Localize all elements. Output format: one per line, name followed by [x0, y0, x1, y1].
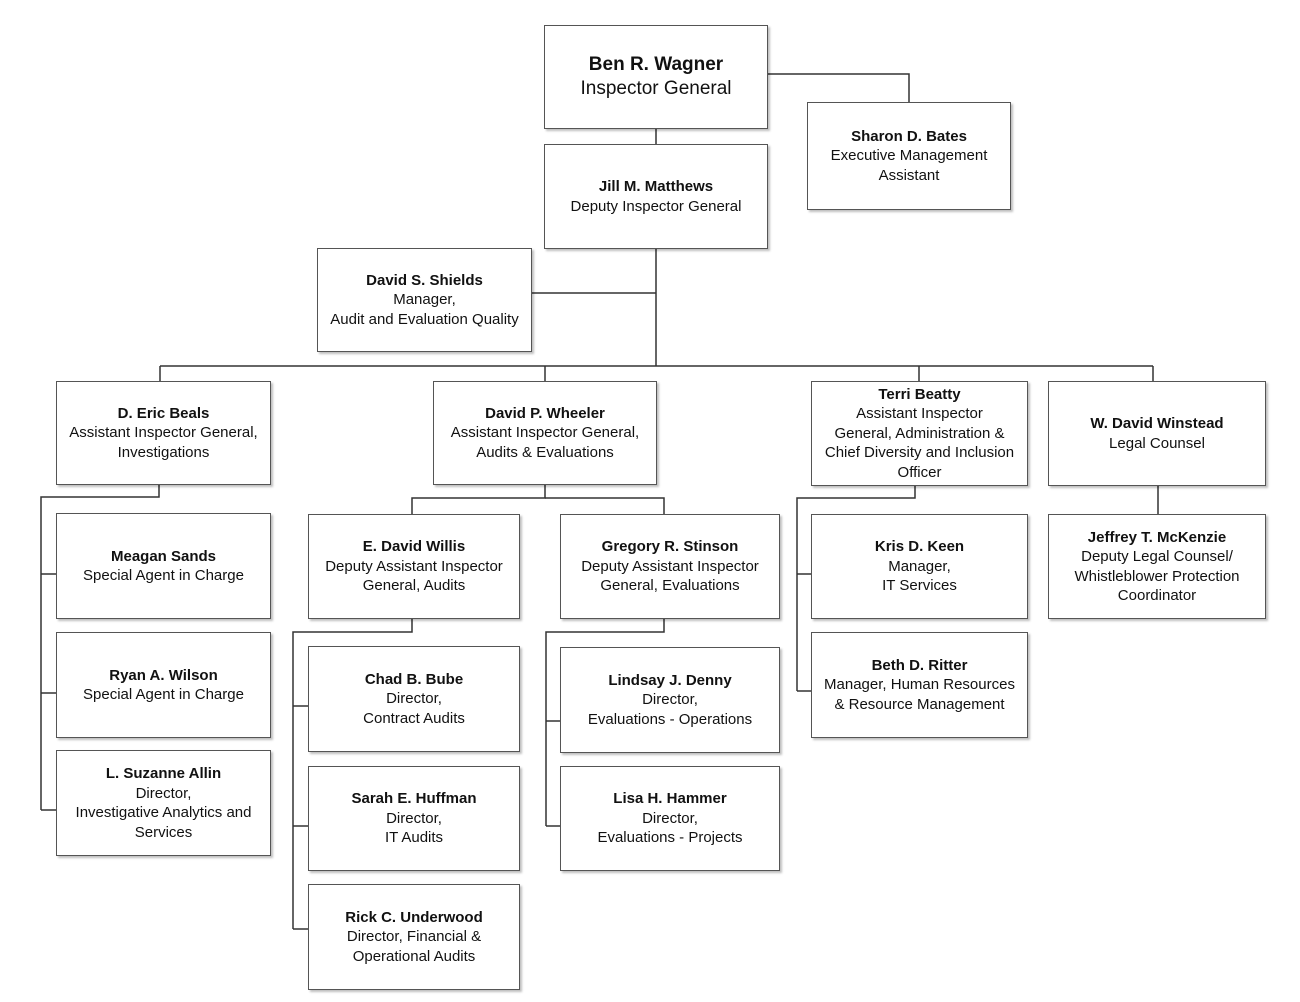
- node-name: Beth D. Ritter: [871, 656, 968, 674]
- node-title: Director, Financial & Operational Audits: [346, 928, 482, 965]
- node-name: E. David Willis: [362, 538, 466, 556]
- node-name: David S. Shields: [366, 271, 483, 289]
- node-title: Deputy Legal Counsel/ Whistleblower Prot…: [1074, 548, 1240, 604]
- node-title: Inspector General: [580, 78, 732, 99]
- org-node-deputy-inspector-general: Jill M. Matthews Deputy Inspector Genera…: [544, 144, 768, 249]
- node-name: Ben R. Wagner: [588, 54, 724, 75]
- connector-line: [411, 485, 546, 514]
- connector-line: [767, 73, 910, 102]
- org-node-investigations: D. Eric Beals Assistant Inspector Genera…: [56, 381, 271, 485]
- node-title: Executive Management Assistant: [830, 147, 988, 184]
- node-name: Rick C. Underwood: [345, 908, 483, 926]
- node-name: Lindsay J. Denny: [608, 671, 732, 689]
- node-name: Ryan A. Wilson: [109, 666, 218, 684]
- org-node-evaluations-operations: Lindsay J. Denny Director, Evaluations -…: [560, 647, 780, 753]
- org-node-audit-evaluation-quality: David S. Shields Manager, Audit and Eval…: [317, 248, 532, 352]
- node-title: Assistant Inspector General, Audits & Ev…: [450, 424, 640, 461]
- connector-line: [796, 485, 916, 691]
- node-title: Deputy Inspector General: [570, 197, 742, 215]
- org-node-deputy-audits: E. David Willis Deputy Assistant Inspect…: [308, 514, 520, 619]
- connector-line: [40, 485, 160, 810]
- org-node-executive-assistant: Sharon D. Bates Executive Management Ass…: [807, 102, 1011, 210]
- org-node-deputy-evaluations: Gregory R. Stinson Deputy Assistant Insp…: [560, 514, 780, 619]
- node-name: W. David Winstead: [1090, 415, 1224, 432]
- node-title: Manager, IT Services: [882, 557, 957, 595]
- org-node-legal-counsel: W. David Winstead Legal Counsel: [1048, 381, 1266, 486]
- node-title: Deputy Assistant Inspector General, Eval…: [581, 557, 759, 595]
- node-title: Special Agent in Charge: [83, 567, 244, 584]
- node-name: Chad B. Bube: [364, 670, 464, 688]
- node-name: Lisa H. Hammer: [613, 790, 727, 808]
- org-node-human-resources: Beth D. Ritter Manager, Human Resources …: [811, 632, 1028, 738]
- org-node-contract-audits: Chad B. Bube Director, Contract Audits: [308, 646, 520, 752]
- node-name: Gregory R. Stinson: [601, 538, 739, 556]
- node-name: D. Eric Beals: [117, 404, 210, 422]
- org-node-evaluations-projects: Lisa H. Hammer Director, Evaluations - P…: [560, 766, 780, 871]
- connector-line: [545, 497, 665, 514]
- node-title: Director, Investigative Analytics and Se…: [75, 784, 252, 841]
- node-title: Director, Contract Audits: [363, 690, 465, 727]
- org-node-deputy-legal-counsel: Jeffrey T. McKenzie Deputy Legal Counsel…: [1048, 514, 1266, 619]
- connector-line: [292, 618, 413, 929]
- node-title: Director, Evaluations - Projects: [597, 809, 743, 847]
- node-name: Jeffrey T. McKenzie: [1087, 528, 1227, 546]
- org-node-special-agent-wilson: Ryan A. Wilson Special Agent in Charge: [56, 632, 271, 738]
- node-name: Sarah E. Huffman: [351, 790, 477, 808]
- connector-line: [545, 618, 665, 826]
- node-title: Manager, Human Resources & Resource Mana…: [824, 676, 1015, 713]
- node-name: Jill M. Matthews: [598, 178, 714, 195]
- node-name: Sharon D. Bates: [851, 127, 967, 145]
- org-node-it-audits: Sarah E. Huffman Director, IT Audits: [308, 766, 520, 871]
- org-node-administration: Terri Beatty Assistant Inspector General…: [811, 381, 1028, 486]
- org-node-special-agent-sands: Meagan Sands Special Agent in Charge: [56, 513, 271, 619]
- node-name: Meagan Sands: [110, 547, 217, 565]
- org-node-audits-evaluations: David P. Wheeler Assistant Inspector Gen…: [433, 381, 657, 485]
- org-node-investigative-analytics: L. Suzanne Allin Director, Investigative…: [56, 750, 271, 856]
- node-title: Legal Counsel: [1109, 434, 1205, 452]
- node-title: Assistant Inspector General, Investigati…: [69, 424, 258, 461]
- node-name: Kris D. Keen: [874, 538, 965, 556]
- node-name: David P. Wheeler: [485, 404, 605, 422]
- node-name: Terri Beatty: [878, 385, 961, 403]
- node-title: Director, IT Audits: [384, 809, 444, 847]
- node-title: Manager, Audit and Evaluation Quality: [330, 291, 519, 328]
- org-node-financial-operational-audits: Rick C. Underwood Director, Financial & …: [308, 884, 520, 990]
- node-title: Director, Evaluations - Operations: [587, 691, 753, 728]
- node-name: L. Suzanne Allin: [105, 765, 222, 782]
- node-title: Assistant Inspector General, Administrat…: [824, 405, 1015, 481]
- node-title: Deputy Assistant Inspector General, Audi…: [325, 557, 503, 595]
- org-node-inspector-general: Ben R. Wagner Inspector General: [544, 25, 768, 129]
- node-title: Special Agent in Charge: [83, 686, 244, 703]
- org-node-it-services: Kris D. Keen Manager, IT Services: [811, 514, 1028, 619]
